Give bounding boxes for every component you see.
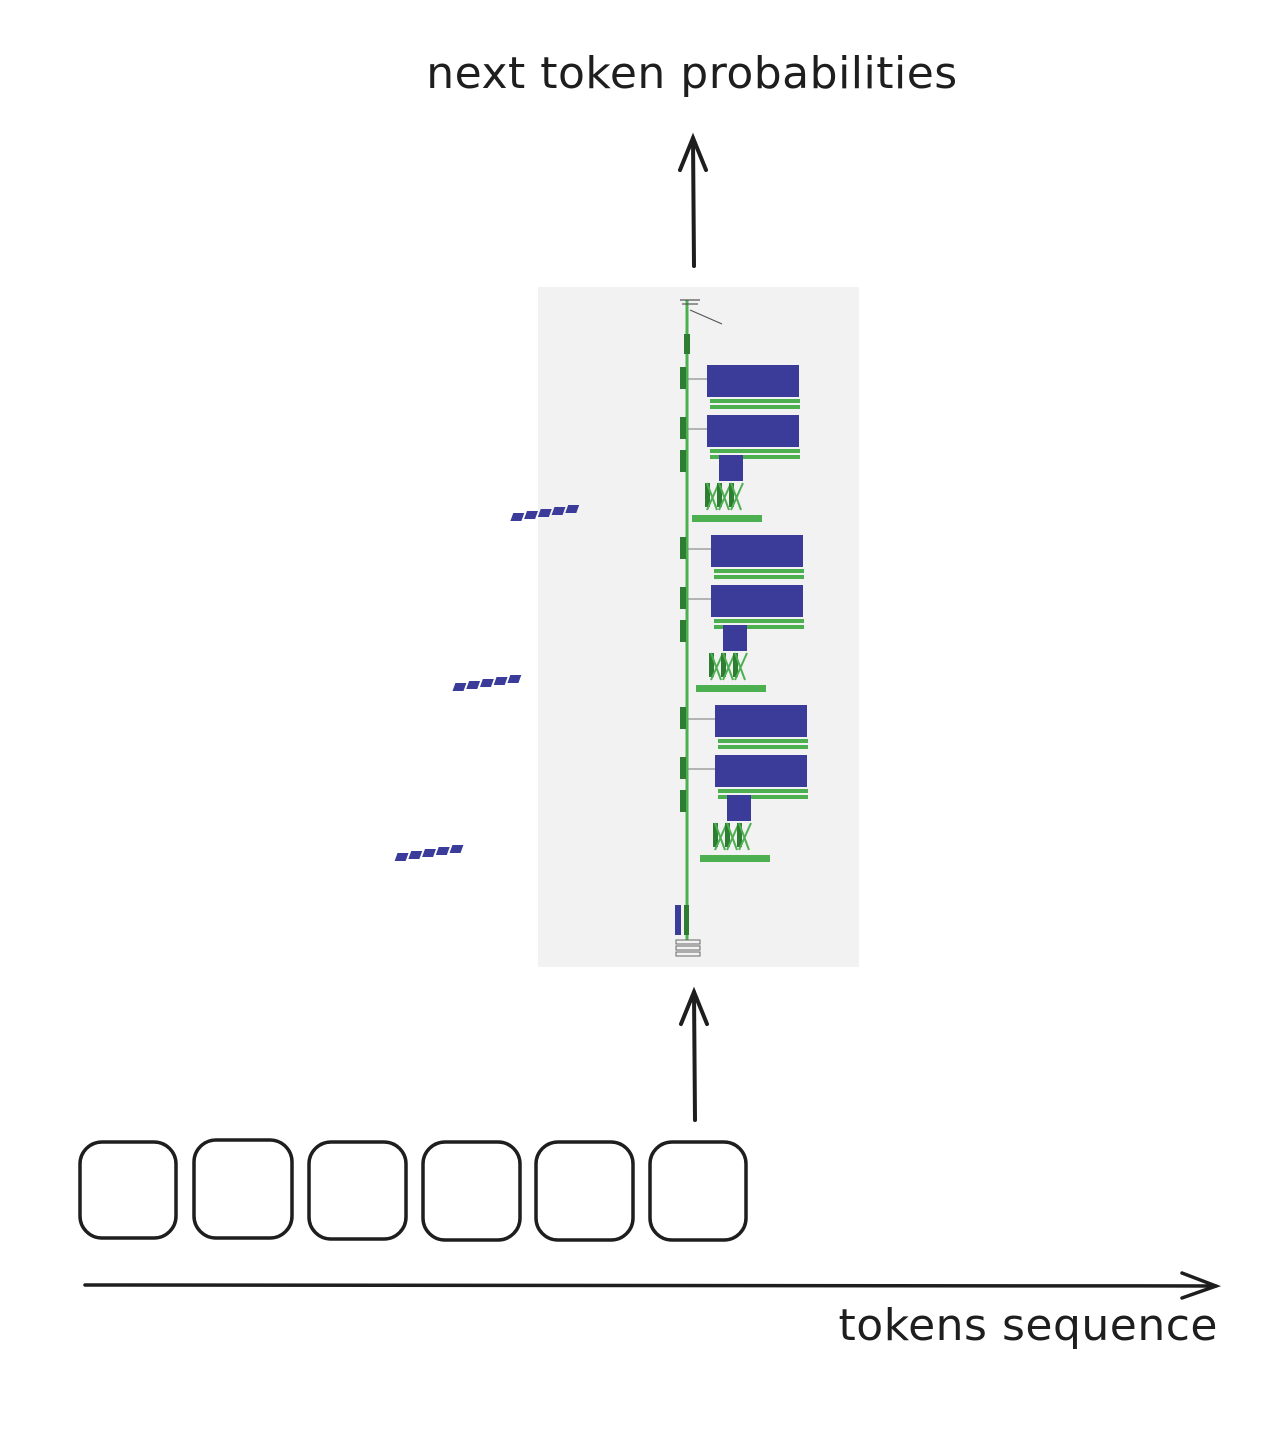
token-box [648, 1140, 748, 1242]
attention-grid [711, 585, 803, 617]
sequence-axis [83, 1271, 1222, 1300]
token-box [307, 1140, 408, 1241]
axis-label: tokens sequence [838, 1300, 1218, 1351]
token-box [192, 1138, 294, 1240]
token-sequence [78, 1138, 748, 1242]
attention-grid [715, 755, 807, 787]
output-arrow [678, 132, 708, 268]
head-grid [723, 625, 747, 651]
head-grid [719, 455, 743, 481]
attention-grid [707, 365, 799, 397]
token-box [78, 1140, 178, 1240]
attention-grid [715, 705, 807, 737]
output-label: next token probabilities [426, 48, 958, 99]
attention-grid [707, 415, 799, 447]
attention-grid [711, 535, 803, 567]
model-figure [394, 287, 859, 967]
token-box [534, 1140, 635, 1242]
head-grid [727, 795, 751, 821]
token-box [421, 1140, 522, 1242]
input-arrow [679, 986, 709, 1122]
